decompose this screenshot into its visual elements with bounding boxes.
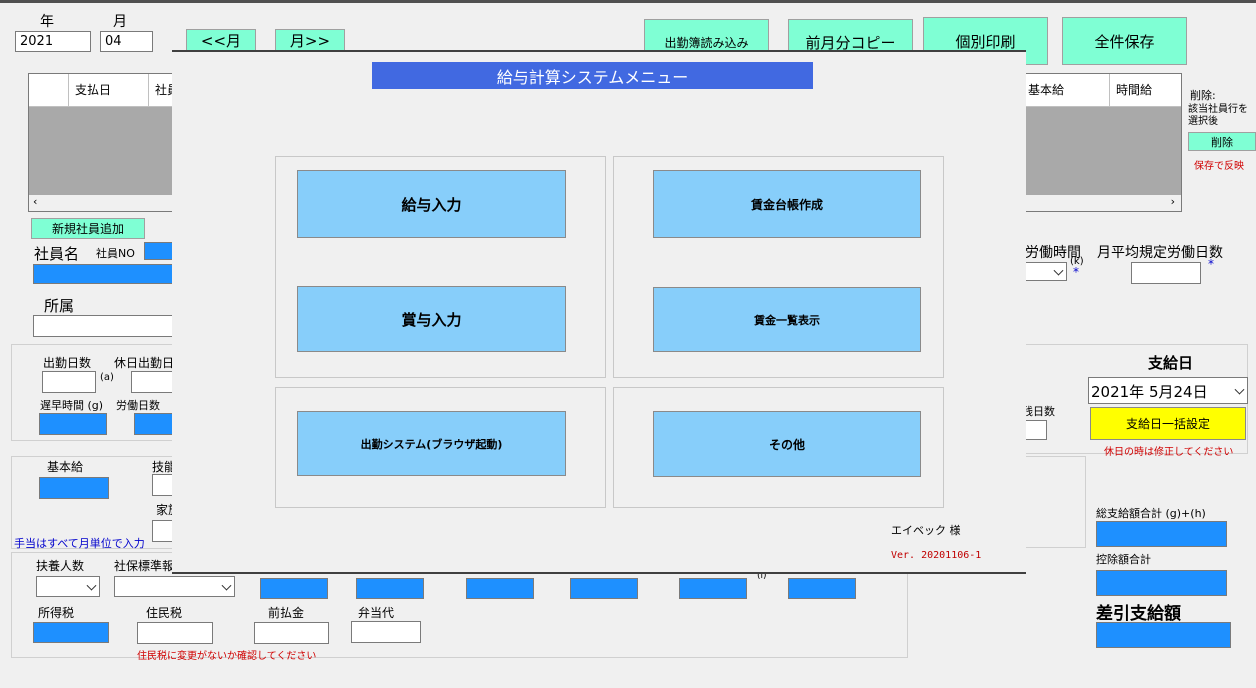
chevron-down-icon	[86, 580, 97, 591]
labor-days-field[interactable]	[134, 413, 174, 435]
panel-attendance: 出勤システム(ブラウザ起動)	[275, 387, 606, 508]
grid-col-payday[interactable]: 支払日	[69, 74, 149, 106]
chevron-down-icon	[1234, 384, 1245, 395]
late-field[interactable]	[39, 413, 107, 435]
panel-salary: 給与入力 賞与入力	[275, 156, 606, 378]
menu-title: 給与計算システムメニュー	[372, 62, 813, 89]
lunch-field[interactable]	[351, 621, 421, 643]
employee-no-label: 社員NO	[96, 247, 135, 260]
delete-note: 該当社員行を選択後	[1188, 104, 1248, 127]
base-pay-label: 基本給	[47, 460, 84, 474]
dependents-label: 扶養人数	[36, 559, 85, 573]
save-reflect-note: 保存で反映	[1194, 161, 1244, 172]
payday-title: 支給日	[1148, 354, 1194, 372]
totals-left-group	[1022, 456, 1086, 548]
delete-button[interactable]: 削除	[1188, 132, 1256, 151]
net-pay-label: 差引支給額	[1096, 604, 1181, 624]
labor-hours-select[interactable]	[1025, 262, 1067, 281]
deduction-field-3[interactable]	[466, 578, 534, 599]
month-label: 月	[113, 14, 127, 30]
total-pay-field	[1096, 521, 1227, 547]
prev-month-button[interactable]: <<月	[186, 29, 256, 51]
family-field[interactable]	[152, 520, 174, 542]
bonus-input-button[interactable]: 賞与入力	[297, 286, 566, 352]
social-insurance-select[interactable]	[114, 576, 235, 597]
attendance-system-button[interactable]: 出勤システム(ブラウザ起動)	[297, 411, 566, 476]
attendance-unit: (a)	[100, 372, 114, 383]
labor-hours-label: 労働時間	[1025, 245, 1081, 261]
employee-no-field[interactable]	[144, 242, 174, 260]
advance-label: 前払金	[268, 606, 305, 620]
dependents-select[interactable]	[36, 576, 100, 597]
ledger-create-button[interactable]: 賃金台帳作成	[653, 170, 921, 238]
department-field[interactable]	[33, 315, 173, 337]
holiday-note: 休日の時は修正してください	[1104, 447, 1234, 458]
grid-header-corner	[29, 74, 69, 106]
panel-others: その他	[613, 387, 944, 508]
remaining-days-field[interactable]	[1024, 420, 1047, 440]
resident-tax-label: 住民税	[146, 606, 183, 620]
allowance-note: 手当はすべて月単位で入力	[14, 537, 145, 550]
payday-select[interactable]: 2021年 5月24日	[1088, 377, 1248, 404]
deduction-field-6[interactable]	[788, 578, 856, 599]
next-month-button[interactable]: 月>>	[275, 29, 345, 51]
monthly-days-asterisk: *	[1208, 257, 1214, 271]
add-employee-button[interactable]: 新規社員追加	[31, 218, 145, 239]
attendance-days-label: 出勤日数	[43, 356, 92, 370]
deduction-field-4[interactable]	[570, 578, 638, 599]
resident-tax-field[interactable]	[137, 622, 213, 644]
skill-field[interactable]	[152, 474, 174, 496]
department-label: 所属	[44, 297, 75, 315]
holiday-work-field[interactable]	[131, 371, 174, 393]
labor-hours-asterisk: *	[1073, 265, 1079, 279]
scroll-right-icon[interactable]: ›	[1170, 195, 1175, 208]
deduction-field-2[interactable]	[356, 578, 424, 599]
deduction-field-5[interactable]	[679, 578, 747, 599]
chevron-down-icon	[221, 580, 232, 591]
month-field[interactable]: 04	[100, 31, 153, 52]
late-label: 遅早時間 (g)	[40, 399, 104, 412]
social-insurance-label: 社保標準報酬	[114, 559, 187, 573]
monthly-days-field[interactable]	[1131, 262, 1201, 284]
row-unit: (i)	[757, 571, 767, 581]
salary-input-button[interactable]: 給与入力	[297, 170, 566, 238]
resident-tax-note: 住民税に変更がないか確認してください	[137, 651, 317, 662]
holiday-work-label: 休日出勤日	[114, 356, 175, 370]
year-label: 年	[40, 14, 54, 30]
income-tax-label: 所得税	[38, 606, 75, 620]
wage-list-button[interactable]: 賃金一覧表示	[653, 287, 921, 352]
monthly-days-label: 月平均規定労働日数	[1097, 245, 1223, 261]
chevron-down-icon	[1053, 265, 1064, 276]
grid-col-hourly[interactable]: 時間給	[1116, 83, 1153, 97]
deduction-field-1[interactable]	[260, 578, 328, 599]
others-button[interactable]: その他	[653, 411, 921, 477]
advance-field[interactable]	[254, 622, 329, 644]
payday-bulk-button[interactable]: 支給日一括設定	[1090, 407, 1246, 440]
panel-ledger: 賃金台帳作成 賃金一覧表示	[613, 156, 944, 378]
payday-value: 2021年 5月24日	[1091, 383, 1208, 401]
employee-name-label: 社員名	[34, 245, 80, 263]
customer-name: エイベック 様	[891, 524, 961, 537]
version-label: Ver. 20201106-1	[891, 550, 982, 561]
net-pay-field	[1096, 622, 1231, 648]
delete-title: 削除:	[1190, 89, 1216, 102]
labor-hours-unit: (k)	[1070, 256, 1084, 267]
scroll-left-icon[interactable]: ‹	[33, 195, 38, 208]
lunch-label: 弁当代	[358, 606, 395, 620]
grid-col-base-pay[interactable]: 基本給	[1022, 74, 1110, 106]
remaining-days-label: 残日数	[1022, 405, 1055, 418]
deduction-total-label: 控除額合計	[1096, 553, 1151, 566]
window-top-border	[0, 0, 1256, 3]
save-all-button[interactable]: 全件保存	[1062, 17, 1187, 65]
skill-label: 技能	[152, 460, 177, 474]
attendance-days-field[interactable]	[42, 371, 96, 393]
year-field[interactable]: 2021	[15, 31, 91, 52]
base-pay-field[interactable]	[39, 477, 109, 499]
employee-name-field[interactable]	[33, 264, 173, 284]
total-pay-label: 総支給額合計 (g)+(h)	[1096, 507, 1206, 520]
deduction-total-field	[1096, 570, 1227, 596]
labor-days-label: 労働日数	[116, 399, 160, 412]
menu-dialog: 給与計算システムメニュー 給与入力 賞与入力 賃金台帳作成 賃金一覧表示 出勤シ…	[172, 50, 1026, 574]
income-tax-field[interactable]	[33, 622, 109, 643]
